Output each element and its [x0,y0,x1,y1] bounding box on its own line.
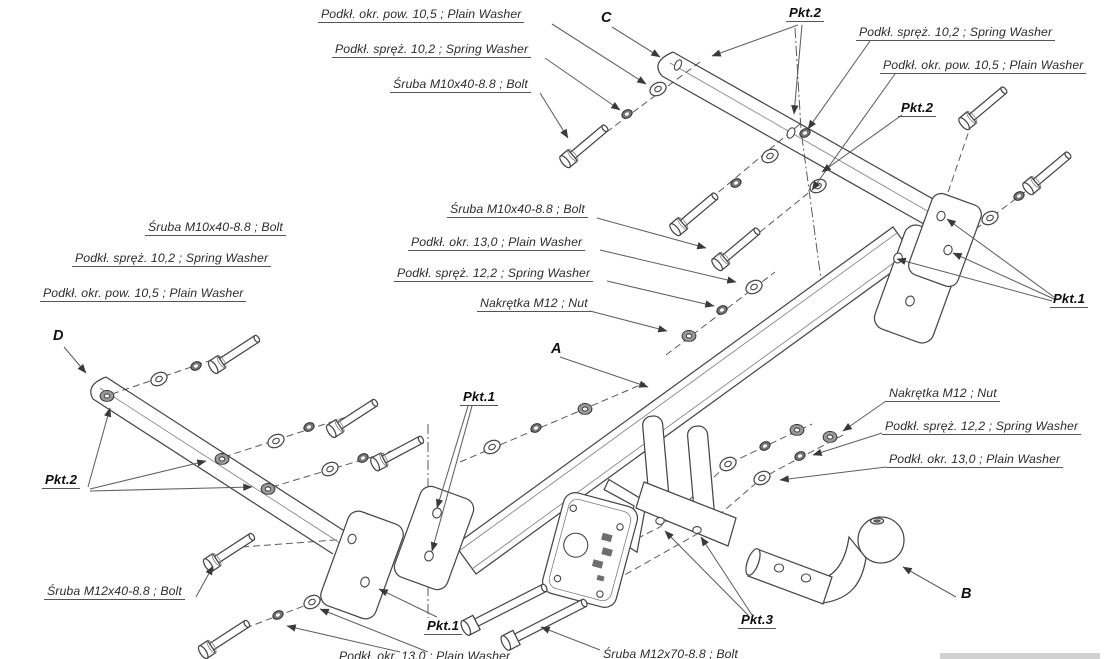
point-label-pkt1-bottom: Pkt.1 [424,618,463,636]
point-label-pkt1-right: Pkt.1 [1050,291,1089,309]
callout-plain-washer-130-bottom: Podkł. okr. 13,0 ; Plain Washer [336,649,513,659]
callout-bolt-m10x40-center: Śruba M10x40-8.8 ; Bolt [447,202,588,219]
part-label-a: A [551,341,562,357]
socket-plate [541,478,648,608]
callout-spring-washer-102-top-right: Podkł. spręż. 10,2 ; Spring Washer [856,25,1056,42]
callout-nut-m12-right: Nakrętka M12 ; Nut [886,386,1000,403]
point-label-pkt3: Pkt.3 [738,612,777,630]
callout-plain-washer-105-top-right: Podkł. okr. pow. 10,5 ; Plain Washer [880,58,1087,75]
point-label-pkt1-center: Pkt.1 [460,389,499,407]
bracket-d-end-plate [320,510,404,620]
bracket-c-end-plate [908,192,982,288]
callout-plain-washer-105-top-left: Podkł. okr. pow. 10,5 ; Plain Washer [318,7,525,24]
bolt [557,120,612,170]
spring-washer [619,107,635,121]
part-label-d: D [53,328,64,344]
ball-support-fork [635,415,737,547]
bracket-d [90,376,347,555]
callout-bolt-m10x40-top-left: Śruba M10x40-8.8 ; Bolt [390,77,531,94]
callout-plain-washer-105-left: Podkł. okr. pow. 10,5 ; Plain Washer [40,286,247,303]
callout-bolt-m12x70: Śruba M12x70-8.8 ; Bolt [600,647,741,659]
point-label-pkt2-top: Pkt.2 [786,5,825,23]
left-end-plate [393,485,475,591]
callout-spring-washer-102-left: Podkł. spręż. 10,2 ; Spring Washer [72,251,272,268]
part-label-b: B [961,586,972,602]
plain-washer [647,78,669,100]
callout-bolt-m12x40: Śruba M12x40-8.8 ; Bolt [44,584,185,601]
callout-plain-washer-130-right: Podkł. okr. 13,0 ; Plain Washer [886,452,1064,469]
bracket-c [657,51,957,237]
callout-plain-washer-130-center: Podkł. okr. 13,0 ; Plain Washer [408,235,586,252]
callout-bolt-m10x40-left: Śruba M10x40-8.8 ; Bolt [145,220,286,237]
point-label-pkt2-left: Pkt.2 [42,472,81,490]
callout-spring-washer-122-right: Podkł. spręż. 12,2 ; Spring Washer [882,419,1082,436]
point-label-pkt2-right: Pkt.2 [898,100,937,118]
part-label-c: C [601,10,612,26]
cropped-text-artifact [940,653,1100,659]
towball-b [745,516,905,605]
callout-spring-washer-122-center: Podkł. spręż. 12,2 ; Spring Washer [394,266,594,283]
nut [681,329,697,343]
callout-spring-washer-102-top-left: Podkł. spręż. 10,2 ; Spring Washer [332,42,532,59]
leader-lines [63,23,1055,653]
callout-nut-m12-center: Nakrętka M12 ; Nut [477,296,591,313]
